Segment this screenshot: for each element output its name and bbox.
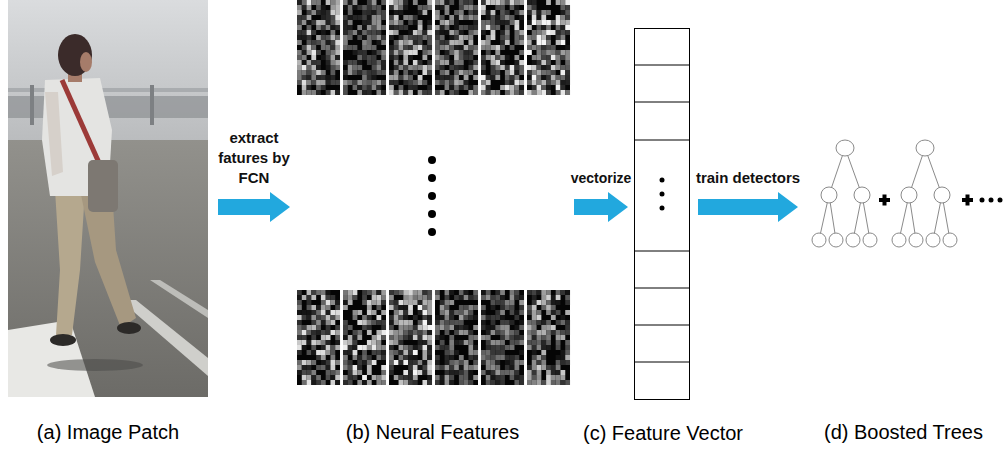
stage-caption: (d) Boosted Trees (824, 420, 983, 444)
pedestrian-photo (8, 0, 208, 397)
flow-arrow (698, 192, 798, 222)
vector-cells (634, 65, 690, 362)
arrow-label: extract fatures by FCN (212, 128, 296, 188)
neural-features-group: (b) Neural Features (297, 0, 568, 385)
plus-symbol (879, 195, 890, 206)
boosted-trees-group: (d) Boosted Trees (806, 138, 1001, 258)
flow-arrow (574, 192, 628, 222)
decision-tree (892, 140, 957, 247)
decision-tree (812, 140, 877, 247)
arrow-label: train detectors (696, 168, 800, 188)
vector-dots (660, 178, 665, 211)
feature-maps (297, 0, 570, 385)
image-patch: (a) Image Patch (8, 0, 208, 397)
feature-vector-box: (c) Feature Vector (634, 28, 690, 400)
stage-caption: (a) Image Patch (37, 420, 179, 444)
stage-caption: (c) Feature Vector (583, 421, 743, 445)
flow-arrow (218, 192, 290, 222)
arrow-label: vectorize (571, 168, 632, 188)
plus-ellipsis-symbol (962, 195, 1003, 206)
ellipsis-dots (428, 156, 436, 236)
stage-caption: (b) Neural Features (346, 420, 519, 444)
